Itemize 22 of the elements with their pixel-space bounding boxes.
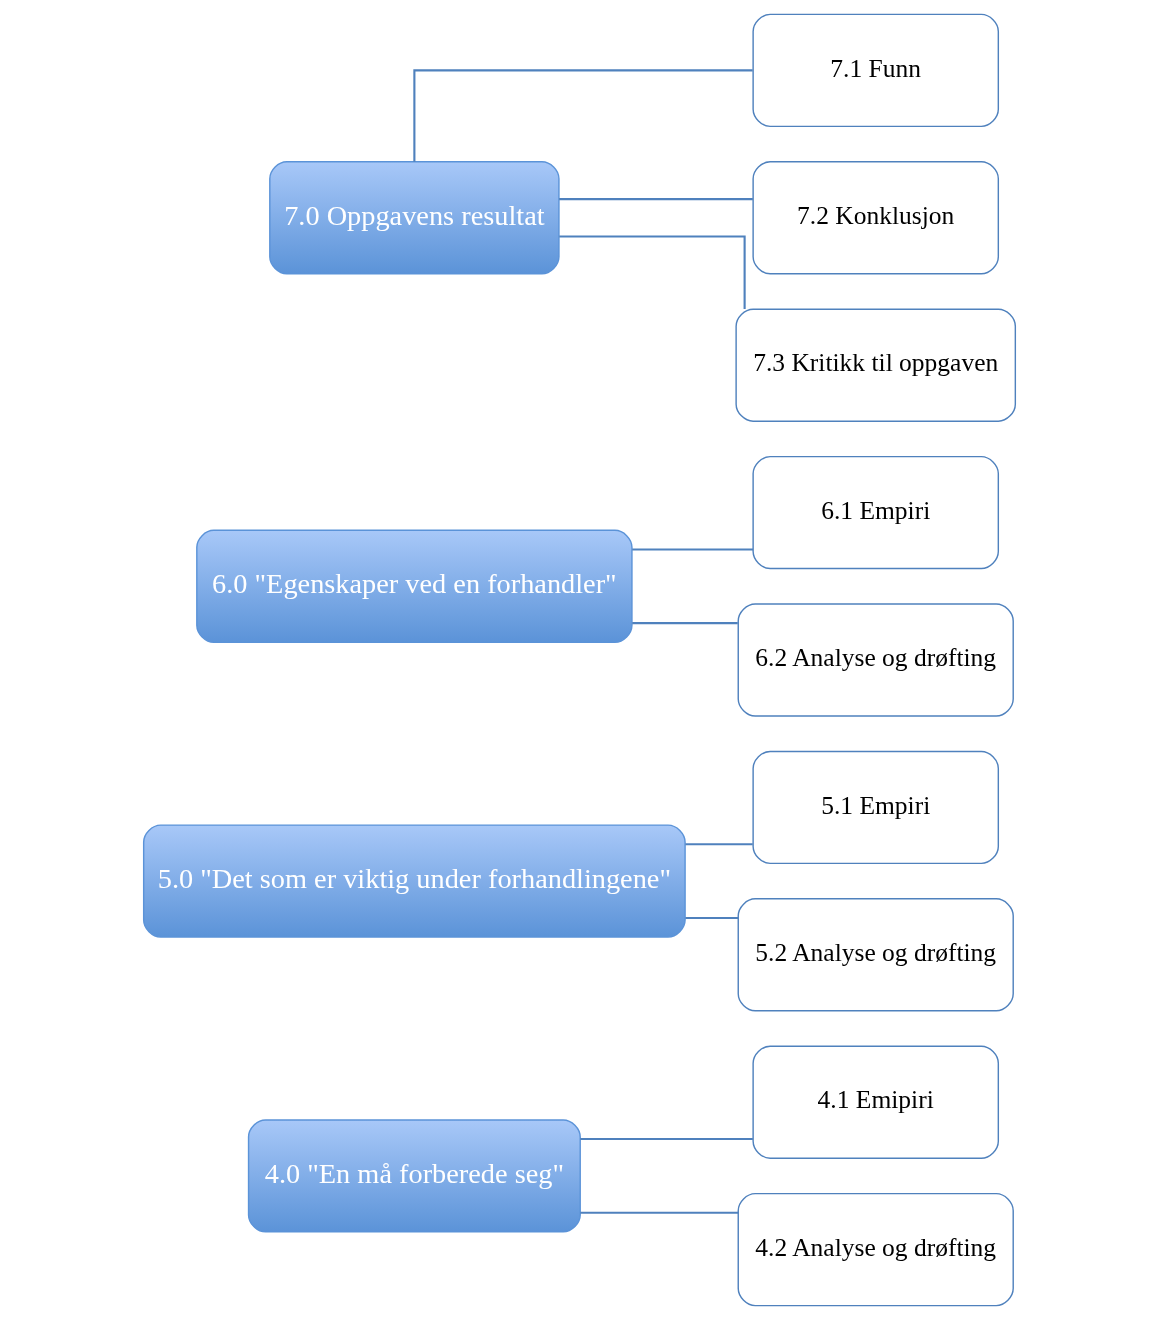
- node-box: 4.1 Emipiri: [752, 1045, 1000, 1159]
- connector: [413, 69, 753, 162]
- connector: [685, 843, 753, 846]
- node-box: 4.2 Analyse og drøfting: [737, 1192, 1014, 1307]
- connector: [632, 548, 754, 551]
- node-box: 7.0 Oppgavens resultat: [269, 161, 560, 275]
- node-box: 7.2 Konklusjon: [752, 161, 1000, 275]
- node-box: 5.1 Empiri: [752, 750, 1000, 865]
- connector: [580, 1138, 753, 1141]
- node-box: 4.0 "En må forberede seg": [247, 1119, 581, 1233]
- node-box: 5.0 "Det som er viktig under forhandlingene": [142, 824, 686, 938]
- node-box: 6.1 Empiri: [752, 455, 1000, 570]
- connector: [559, 198, 753, 201]
- connector: [559, 235, 746, 310]
- node-box: 6.2 Analyse og drøfting: [737, 603, 1014, 717]
- connector: [685, 916, 739, 920]
- connector: [580, 1211, 739, 1214]
- node-box: 5.2 Analyse og drøfting: [737, 898, 1014, 1012]
- node-box: 7.1 Funn: [752, 13, 1000, 128]
- node-box: 6.0 "Egenskaper ved en forhandler": [196, 529, 633, 643]
- node-box: 7.3 Kritikk til oppgaven: [735, 308, 1017, 422]
- connector: [632, 622, 738, 625]
